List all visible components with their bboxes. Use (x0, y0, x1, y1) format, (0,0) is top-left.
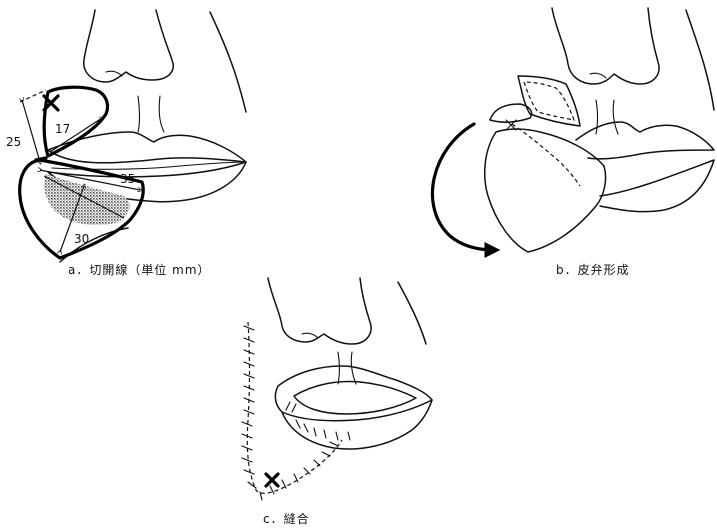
panel-a-incision-lines: 25 17 35 30 a．切開線（単位 mm） (6, 10, 246, 277)
nasolabial-fold-right-a (210, 12, 246, 112)
rotation-arrow (432, 124, 494, 250)
nasolabial-fold-right-c (398, 282, 426, 344)
upper-lip-b (576, 122, 714, 159)
upper-flap-incision (44, 87, 107, 156)
nose-a (84, 10, 173, 82)
dimension-label-25: 25 (6, 135, 21, 149)
panel-b-caption: b．皮弁形成 (556, 262, 630, 277)
nostril-b (590, 73, 606, 78)
philtrum-a (138, 96, 164, 132)
dimension-label-30: 30 (74, 232, 89, 246)
panel-b-flap-formation: b．皮弁形成 (432, 8, 714, 277)
nasolabial-fold-right-b (686, 10, 714, 110)
dimension-label-17: 17 (55, 122, 70, 136)
flap-pivot-segment (36, 158, 46, 160)
lower-lip-b (600, 160, 714, 212)
panel-a-caption: a．切開線（単位 mm） (68, 262, 211, 277)
nostril-a (106, 71, 122, 76)
excision-shaded-area (44, 174, 130, 225)
nose-b (552, 8, 659, 84)
flap-tip-upper (490, 104, 532, 122)
upper-lip-a (48, 132, 246, 163)
nose-c (268, 278, 371, 344)
nostril-c (302, 333, 318, 338)
panel-c-suture: c．縫合 (242, 278, 432, 526)
pivot-x-mark-c (266, 474, 278, 486)
philtrum-b (596, 100, 618, 134)
suture-stitches (242, 326, 338, 500)
philtrum-c (338, 352, 356, 384)
rotated-lower-flap (485, 129, 606, 252)
dimension-label-35: 35 (120, 172, 135, 186)
reconstructed-mouth-opening (294, 382, 416, 414)
dimension-25-ext (20, 90, 46, 102)
panel-c-caption: c．縫合 (263, 511, 310, 526)
dimension-25-line (22, 100, 40, 162)
